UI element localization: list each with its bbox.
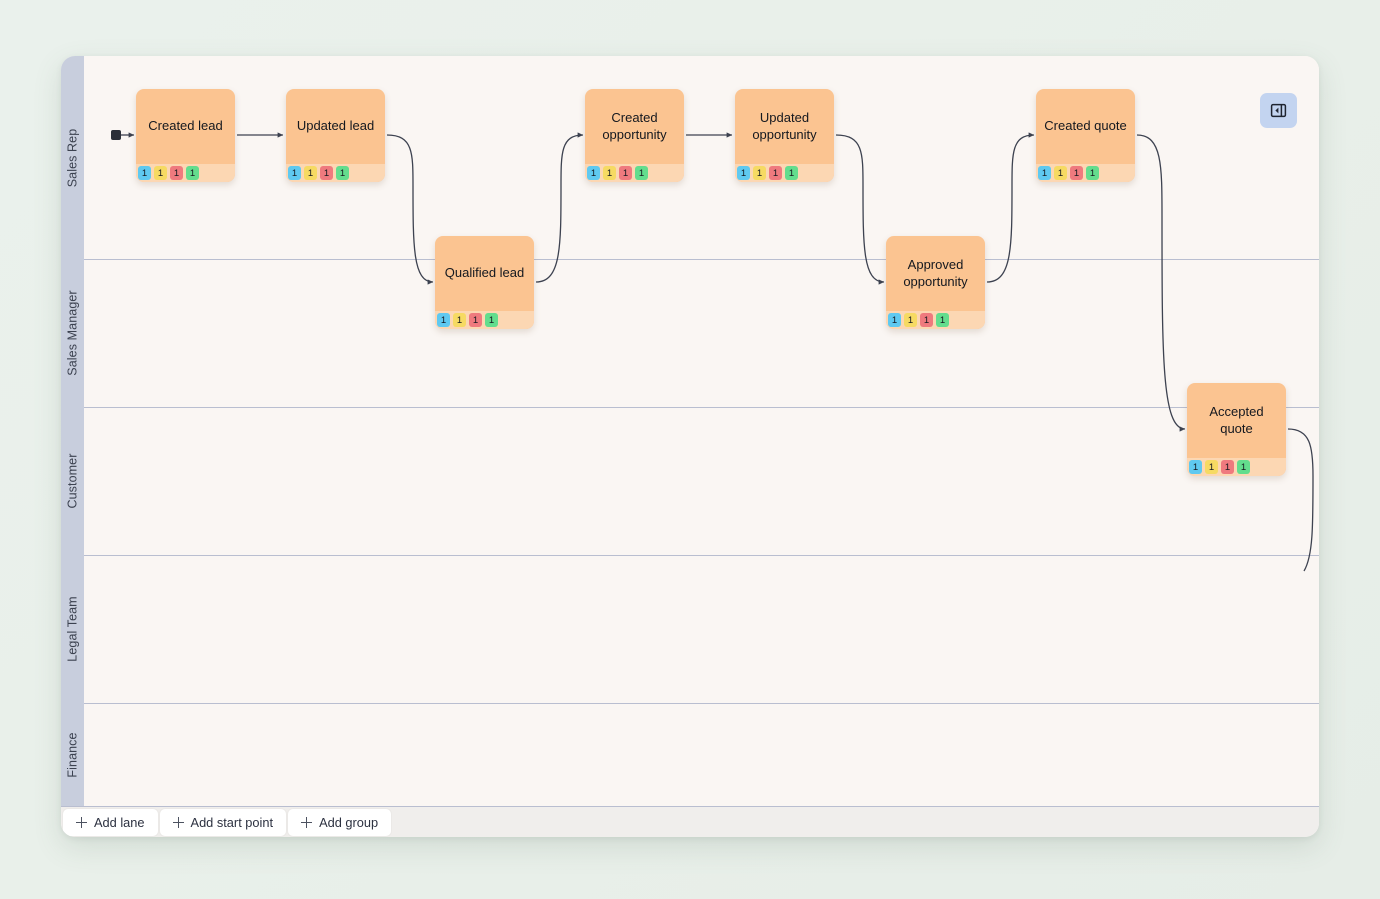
node-title: Approved opportunity <box>903 257 968 289</box>
badge-yellow[interactable]: 1 <box>453 313 466 327</box>
badge-green[interactable]: 1 <box>785 166 798 180</box>
node-title: Created opportunity <box>602 110 667 142</box>
badge-blue[interactable]: 1 <box>138 166 151 180</box>
badge-green[interactable]: 1 <box>186 166 199 180</box>
add-start-point-button[interactable]: Add start point <box>159 808 287 836</box>
badge-red[interactable]: 1 <box>170 166 183 180</box>
badge-blue[interactable]: 1 <box>888 313 901 327</box>
add-lane-button[interactable]: Add lane <box>63 808 158 836</box>
badge-green[interactable]: 1 <box>1237 460 1250 474</box>
badge-blue[interactable]: 1 <box>288 166 301 180</box>
badge-green[interactable]: 1 <box>485 313 498 327</box>
badge-yellow[interactable]: 1 <box>154 166 167 180</box>
lane-body-legal-team[interactable] <box>84 555 1319 703</box>
start-point-marker[interactable] <box>111 130 121 140</box>
badge-yellow[interactable]: 1 <box>904 313 917 327</box>
badge-red[interactable]: 1 <box>469 313 482 327</box>
badge-red[interactable]: 1 <box>1070 166 1083 180</box>
lane-label-customer[interactable]: Customer <box>61 407 84 555</box>
plus-icon <box>172 816 184 828</box>
badge-yellow[interactable]: 1 <box>753 166 766 180</box>
badge-blue[interactable]: 1 <box>587 166 600 180</box>
plus-icon <box>301 816 313 828</box>
node-title: Accepted quote <box>1209 404 1264 436</box>
badge-red[interactable]: 1 <box>769 166 782 180</box>
lane-label-text: Legal Team <box>65 596 80 662</box>
badge-blue[interactable]: 1 <box>1189 460 1202 474</box>
lane-body-customer[interactable] <box>84 407 1319 555</box>
lane-divider-0 <box>84 259 1319 260</box>
plus-icon <box>76 816 87 828</box>
lane-label-legal-team[interactable]: Legal Team <box>61 555 84 703</box>
badge-red[interactable]: 1 <box>320 166 333 180</box>
node-title: Updated opportunity <box>752 110 817 142</box>
badge-green[interactable]: 1 <box>336 166 349 180</box>
badge-red[interactable]: 1 <box>1221 460 1234 474</box>
badge-green[interactable]: 1 <box>936 313 949 327</box>
badge-yellow[interactable]: 1 <box>1054 166 1067 180</box>
lane-label-text: Sales Rep <box>65 128 80 187</box>
badge-yellow[interactable]: 1 <box>603 166 616 180</box>
lane-body-finance[interactable] <box>84 703 1319 806</box>
lane-label-finance[interactable]: Finance <box>61 703 84 806</box>
badge-blue[interactable]: 1 <box>437 313 450 327</box>
badge-yellow[interactable]: 1 <box>304 166 317 180</box>
tool-btn-label: Add group <box>319 814 379 830</box>
node-title: Updated lead <box>296 118 375 134</box>
badge-yellow[interactable]: 1 <box>1205 460 1218 474</box>
badge-green[interactable]: 1 <box>1086 166 1099 180</box>
lane-label-sales-rep[interactable]: Sales Rep <box>61 56 84 259</box>
badge-red[interactable]: 1 <box>920 313 933 327</box>
lane-label-text: Finance <box>65 731 80 778</box>
tool-btn-label: Add lane <box>94 814 145 830</box>
lane-body-sales-manager[interactable] <box>84 259 1319 407</box>
lane-label-text: Sales Manager <box>65 290 80 376</box>
node-title: Qualified lead <box>444 265 525 281</box>
tool-btn-label: Add start point <box>190 814 274 830</box>
lane-rail <box>61 56 84 806</box>
badge-blue[interactable]: 1 <box>1038 166 1051 180</box>
board-toolbar: Add lane Add start point Add group <box>61 806 1319 837</box>
badge-green[interactable]: 1 <box>635 166 648 180</box>
badge-red[interactable]: 1 <box>619 166 632 180</box>
node-title: Created quote <box>1044 118 1127 134</box>
lane-divider-1 <box>84 407 1319 408</box>
add-group-button[interactable]: Add group <box>288 808 392 836</box>
node-title: Created lead <box>148 118 223 134</box>
panel-collapse-icon <box>1270 103 1287 118</box>
lane-label-sales-manager[interactable]: Sales Manager <box>61 259 84 407</box>
lane-label-text: Customer <box>65 453 80 509</box>
lane-divider-3 <box>84 703 1319 704</box>
badge-blue[interactable]: 1 <box>737 166 750 180</box>
panel-collapse-button[interactable] <box>1260 93 1297 128</box>
lane-divider-2 <box>84 555 1319 556</box>
